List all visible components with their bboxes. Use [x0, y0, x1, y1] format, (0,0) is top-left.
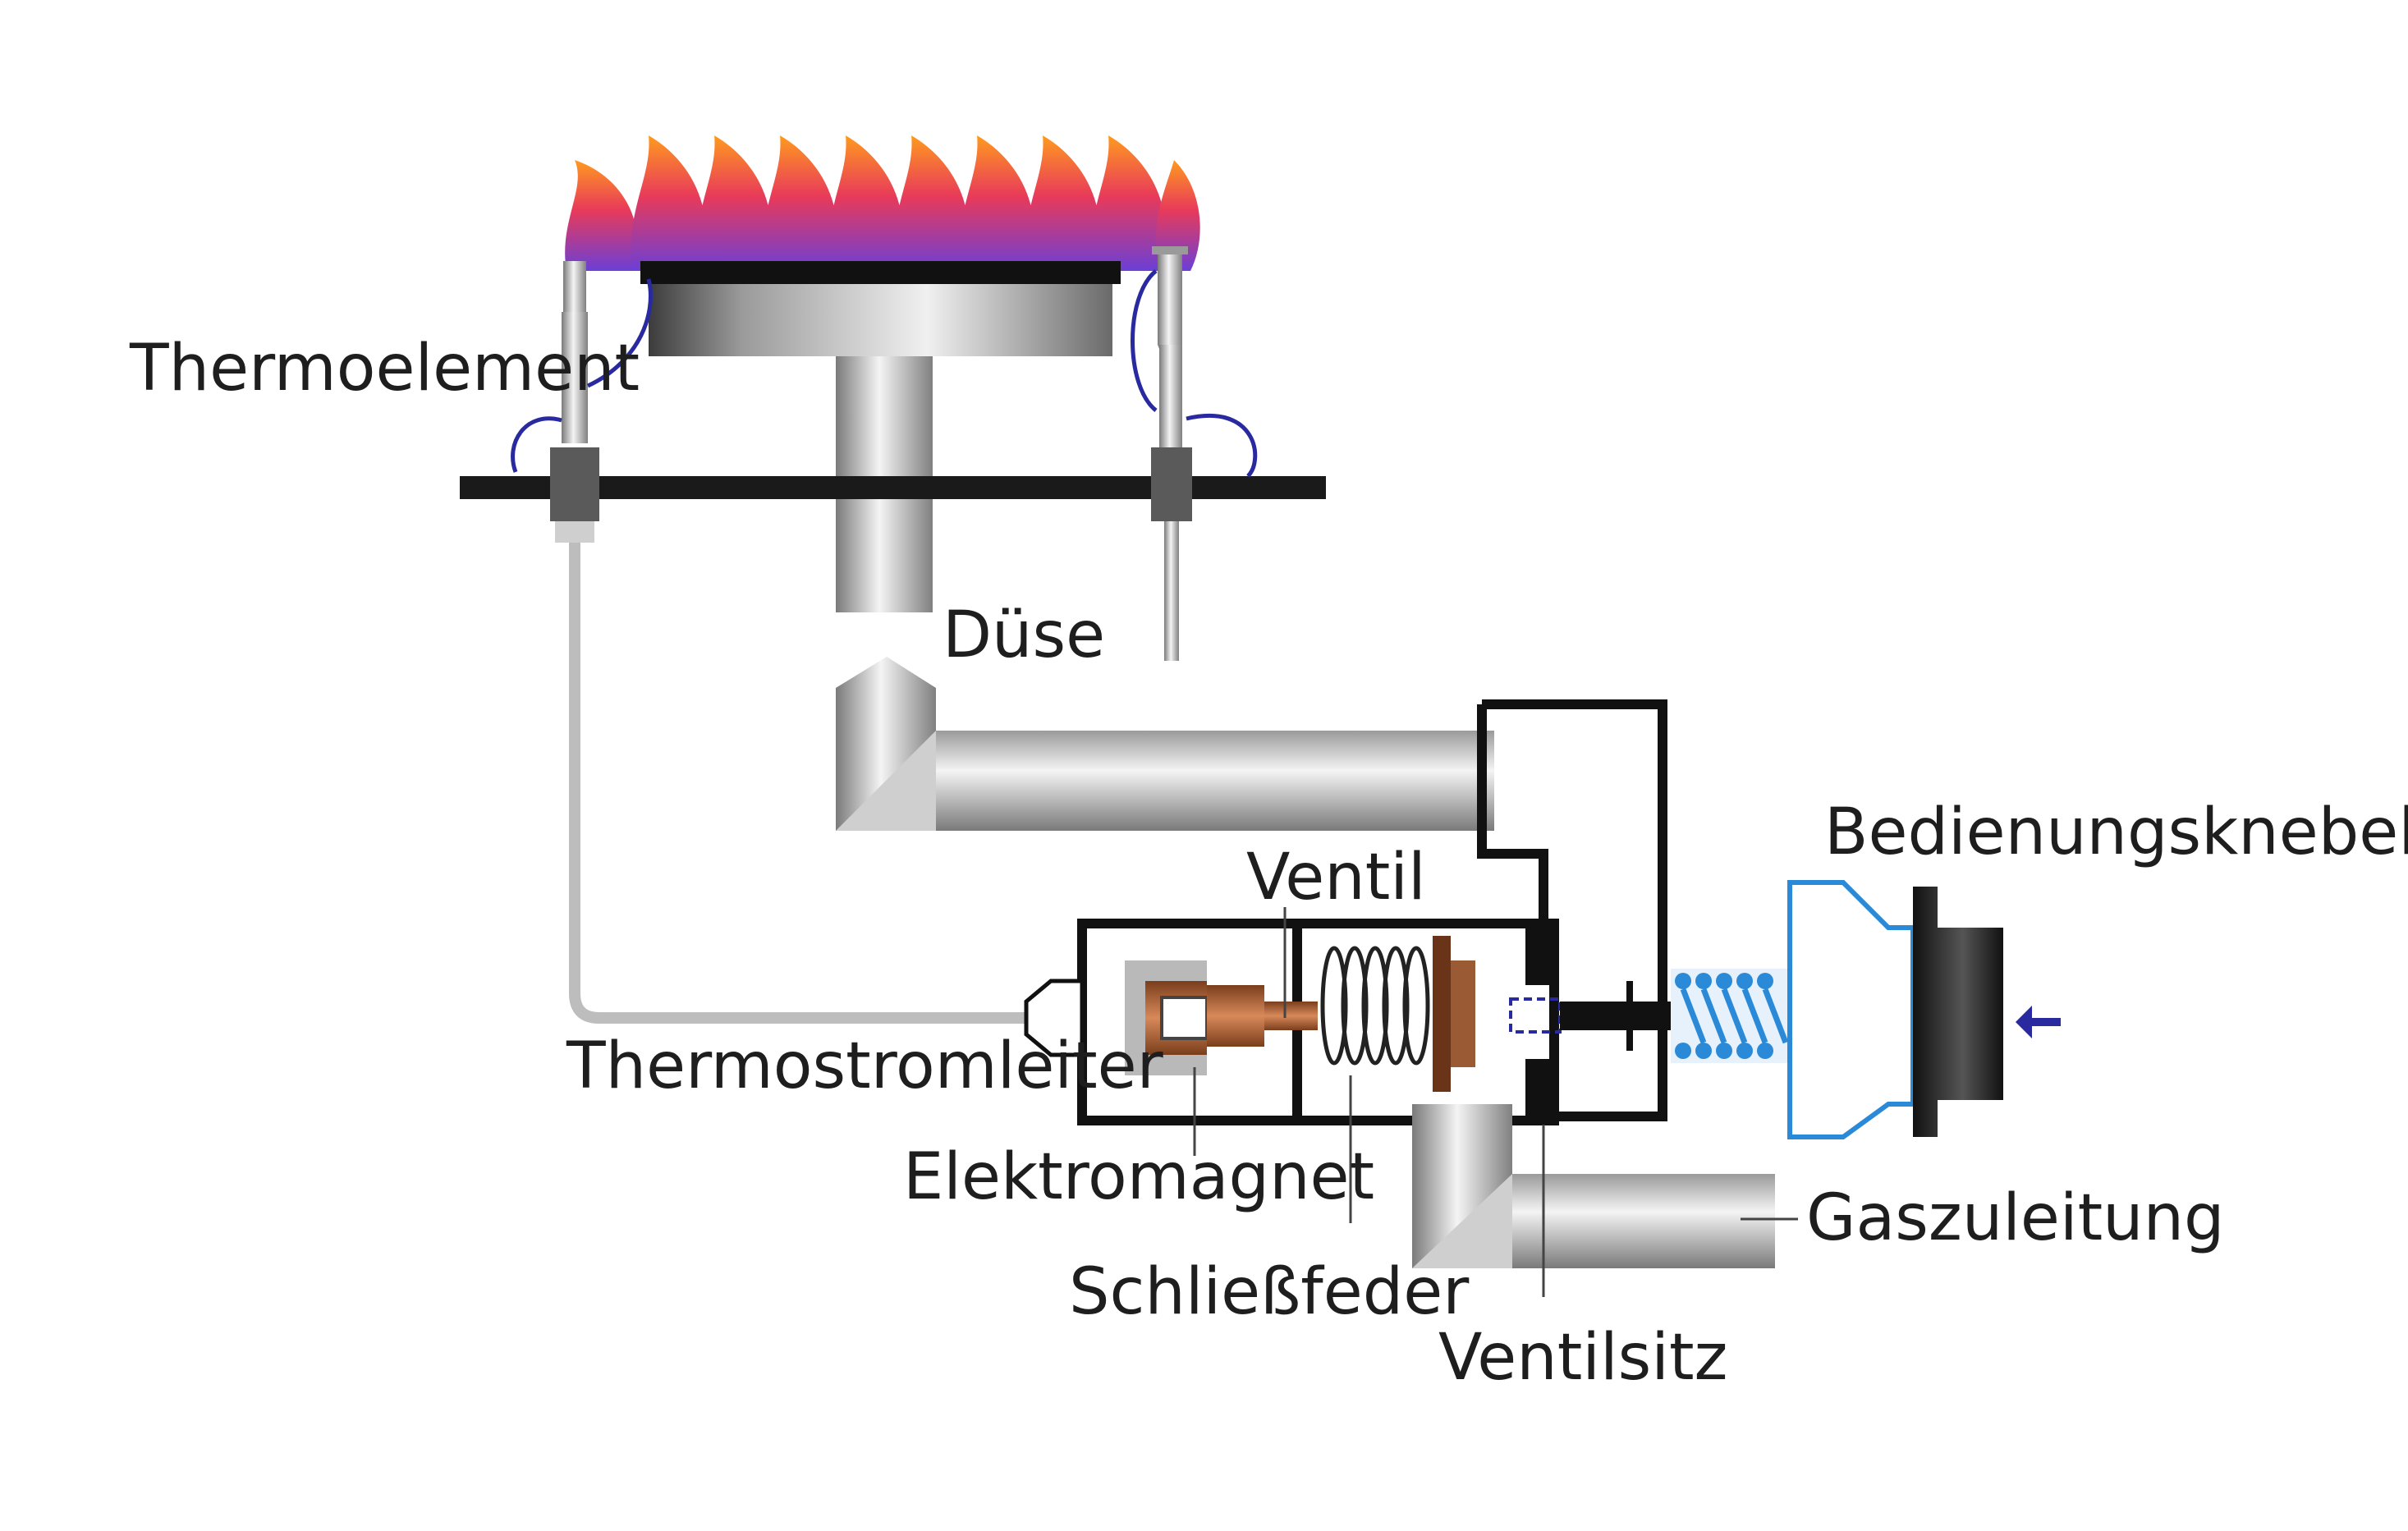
valve-disc: [1451, 960, 1475, 1067]
label-bedienungsknebel: Bedienungsknebel: [1824, 795, 2408, 869]
label-duese: Düse: [943, 598, 1105, 672]
electromagnet: [1125, 960, 1209, 1075]
gas-supply-pipe-upper: [836, 657, 1494, 831]
label-schliessfeder: Schließfeder: [1069, 1255, 1470, 1329]
return-spring: [1671, 969, 1790, 1063]
ignition-electrode: [1131, 246, 1258, 661]
thermocouple-probe: [511, 261, 653, 543]
control-knob[interactable]: [1787, 880, 2003, 1139]
label-ventil: Ventil: [1246, 841, 1426, 914]
rod-bushing: [1626, 977, 1666, 1055]
closing-spring: [1318, 944, 1433, 1067]
push-direction-arrow-icon: [2016, 1006, 2061, 1038]
valve-seat-upper: [1525, 928, 1555, 985]
label-thermoelement: Thermoelement: [129, 332, 640, 406]
label-elektromagnet: Elektromagnet: [903, 1140, 1374, 1214]
burner-head: [640, 261, 1121, 612]
label-gaszuleitung: Gaszuleitung: [1806, 1181, 2225, 1255]
valve-plate: [1433, 936, 1451, 1092]
label-ventilsitz: Ventilsitz: [1438, 1321, 1728, 1395]
gas-inlet-pipe: [1412, 1104, 1775, 1268]
valve-seat-lower: [1525, 1059, 1555, 1116]
leader-lines: [1193, 907, 1798, 1297]
label-thermostromleiter: Thermostromleiter: [566, 1029, 1164, 1103]
flames: [565, 135, 1200, 271]
thermocurrent-wire: [569, 543, 1026, 1024]
wire-connector: [1024, 979, 1085, 1057]
valve-armature: [1207, 985, 1264, 1047]
